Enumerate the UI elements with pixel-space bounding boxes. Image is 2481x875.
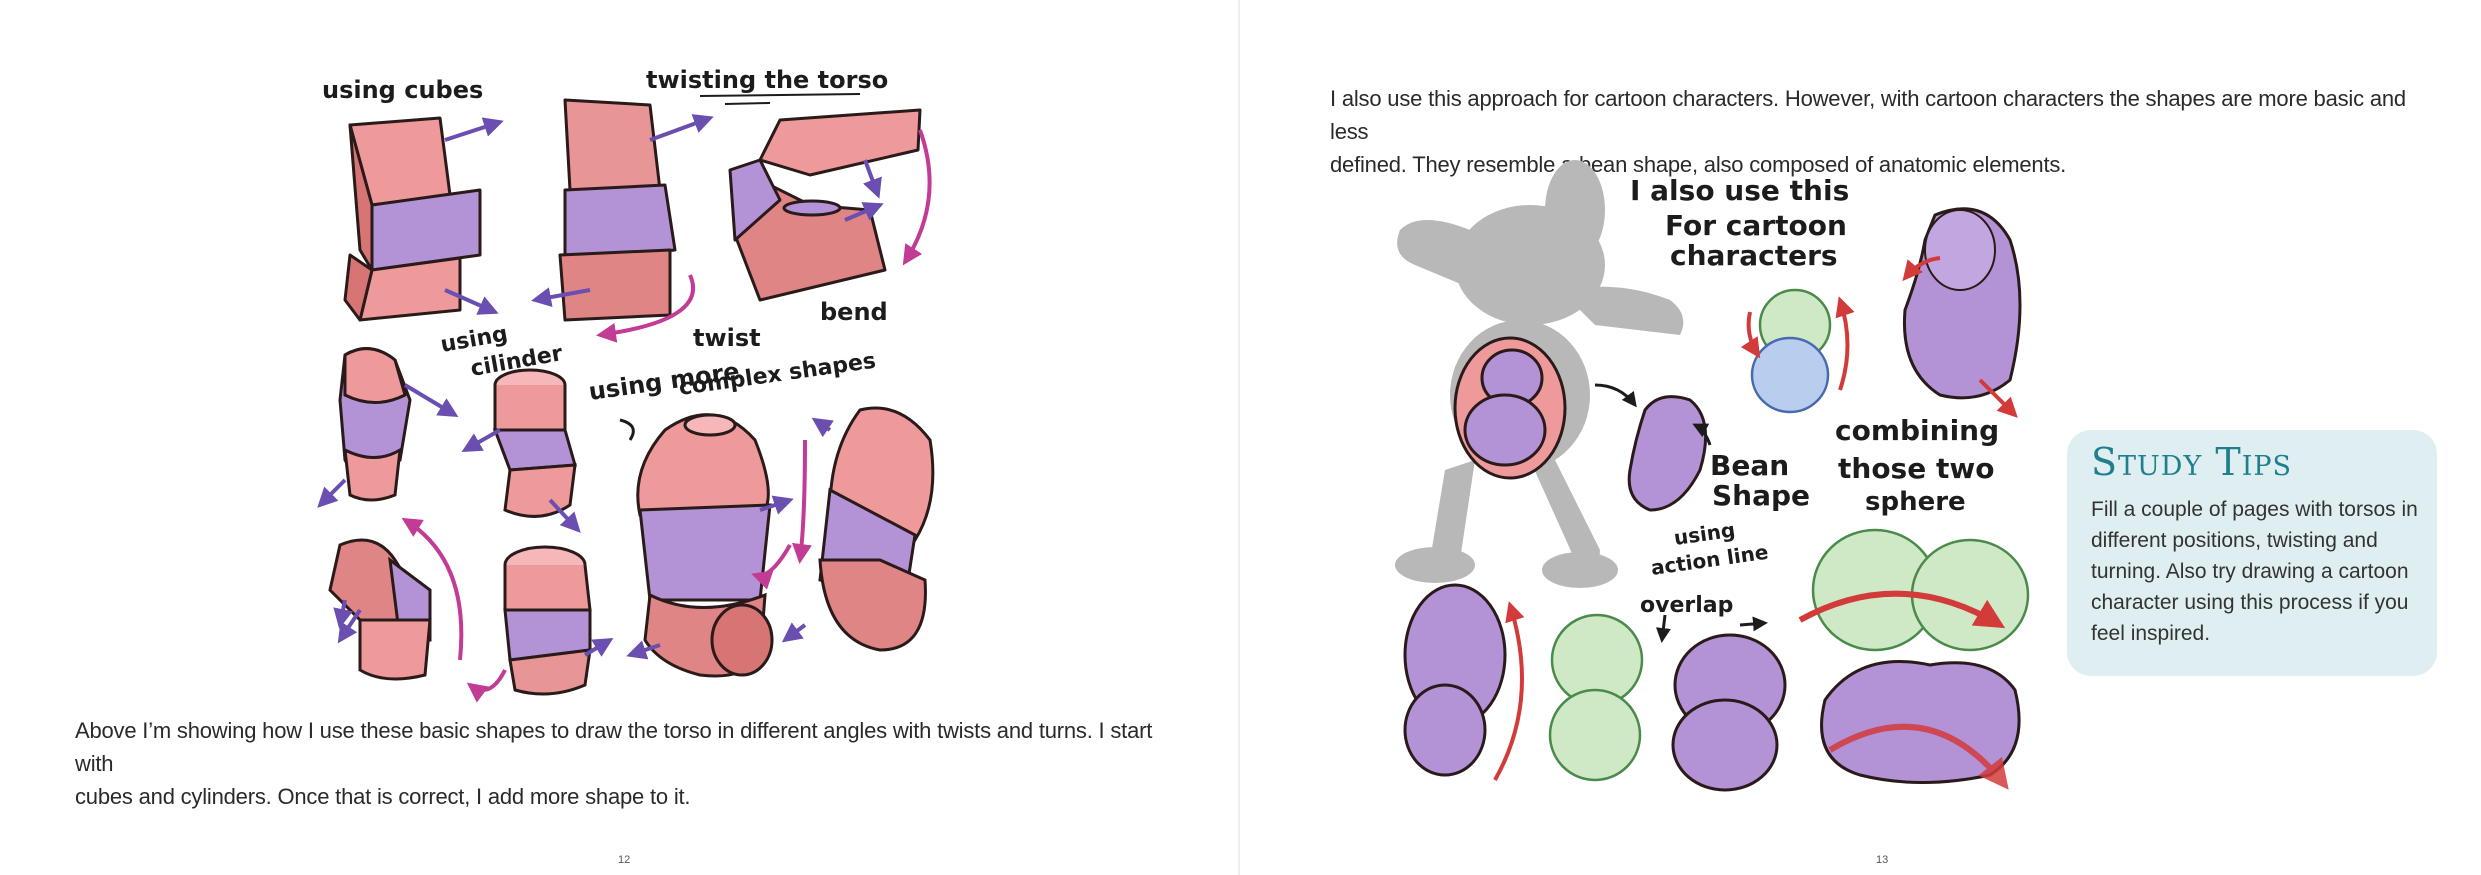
cylinder-torso-1	[338, 347, 412, 502]
cylinder-torso-3	[328, 538, 432, 681]
label-action-line: action line	[1649, 540, 1769, 580]
label-shape: Shape	[1712, 479, 1810, 512]
study-tips-text: Fill a couple of pages with torsos in di…	[2091, 498, 2418, 645]
cartoon-bean-illustration: I also use this For cartoon characters B…	[1395, 160, 2030, 792]
cube-torso-1	[343, 116, 482, 322]
right-page: I also use this approach for cartoon cha…	[1240, 0, 2481, 875]
bean-shape	[1627, 395, 1708, 512]
complex-torso-1	[636, 413, 774, 678]
sphere-pair-green	[1811, 528, 2030, 652]
study-tips-box: Study Tips Fill a couple of pages with t…	[2067, 430, 2437, 676]
page-number-right: 13	[1876, 854, 1889, 866]
label-characters: characters	[1670, 239, 1838, 272]
bean-bottom-1	[1403, 583, 1507, 777]
label-bend: bend	[820, 298, 888, 326]
underline	[724, 102, 771, 105]
sphere-overlap-green	[1548, 613, 1644, 782]
torso-shapes-illustration: using cubes twisting the torso twist ben…	[317, 66, 935, 703]
label-twist: twist	[693, 324, 761, 352]
right-body-text: I also use this approach for cartoon cha…	[1330, 82, 2450, 181]
label-overlap: overlap	[1640, 593, 1733, 618]
left-page: using cubes twisting the torso twist ben…	[0, 0, 1240, 875]
left-body-text: Above I’m showing how I use these basic …	[75, 714, 1185, 813]
combining-spheres-small	[1750, 288, 1832, 414]
silhouette-torso-bean	[1453, 336, 1567, 480]
left-body-line-1: Above I’m showing how I use these basic …	[75, 718, 1153, 776]
right-body-line-1: I also use this approach for cartoon cha…	[1330, 86, 2406, 144]
cartoon-arrows	[1493, 256, 2018, 790]
bean-large-top	[1902, 207, 2022, 400]
label-complex-shapes: complex shapes	[677, 349, 877, 401]
label-combining: combining	[1835, 414, 1999, 447]
complex-torso-2	[818, 406, 935, 652]
cylinder-torso-4	[503, 545, 592, 696]
right-body-line-2: defined. They resemble a bean shape, als…	[1330, 152, 2067, 177]
page-number-left: 12	[618, 854, 631, 866]
label-sphere: sphere	[1865, 487, 1966, 517]
label-using-cubes: using cubes	[322, 76, 483, 104]
label-i-also-use-this: I also use this	[1630, 174, 1849, 207]
label-bean: Bean	[1710, 449, 1789, 482]
underline	[699, 93, 861, 97]
study-tips-title: Study Tips	[2091, 440, 2293, 484]
cylinder-torso-2	[492, 368, 577, 518]
label-twisting-torso: twisting the torso	[646, 66, 888, 94]
cube-torso-2	[558, 98, 677, 322]
bean-bottom-2	[1671, 633, 1787, 792]
left-body-line-2: cubes and cylinders. Once that is correc…	[75, 784, 691, 809]
label-those-two: those two	[1838, 452, 1994, 485]
cube-bend	[728, 108, 922, 302]
direction-arrows	[317, 114, 932, 703]
label-for-cartoon: For cartoon	[1665, 209, 1847, 242]
